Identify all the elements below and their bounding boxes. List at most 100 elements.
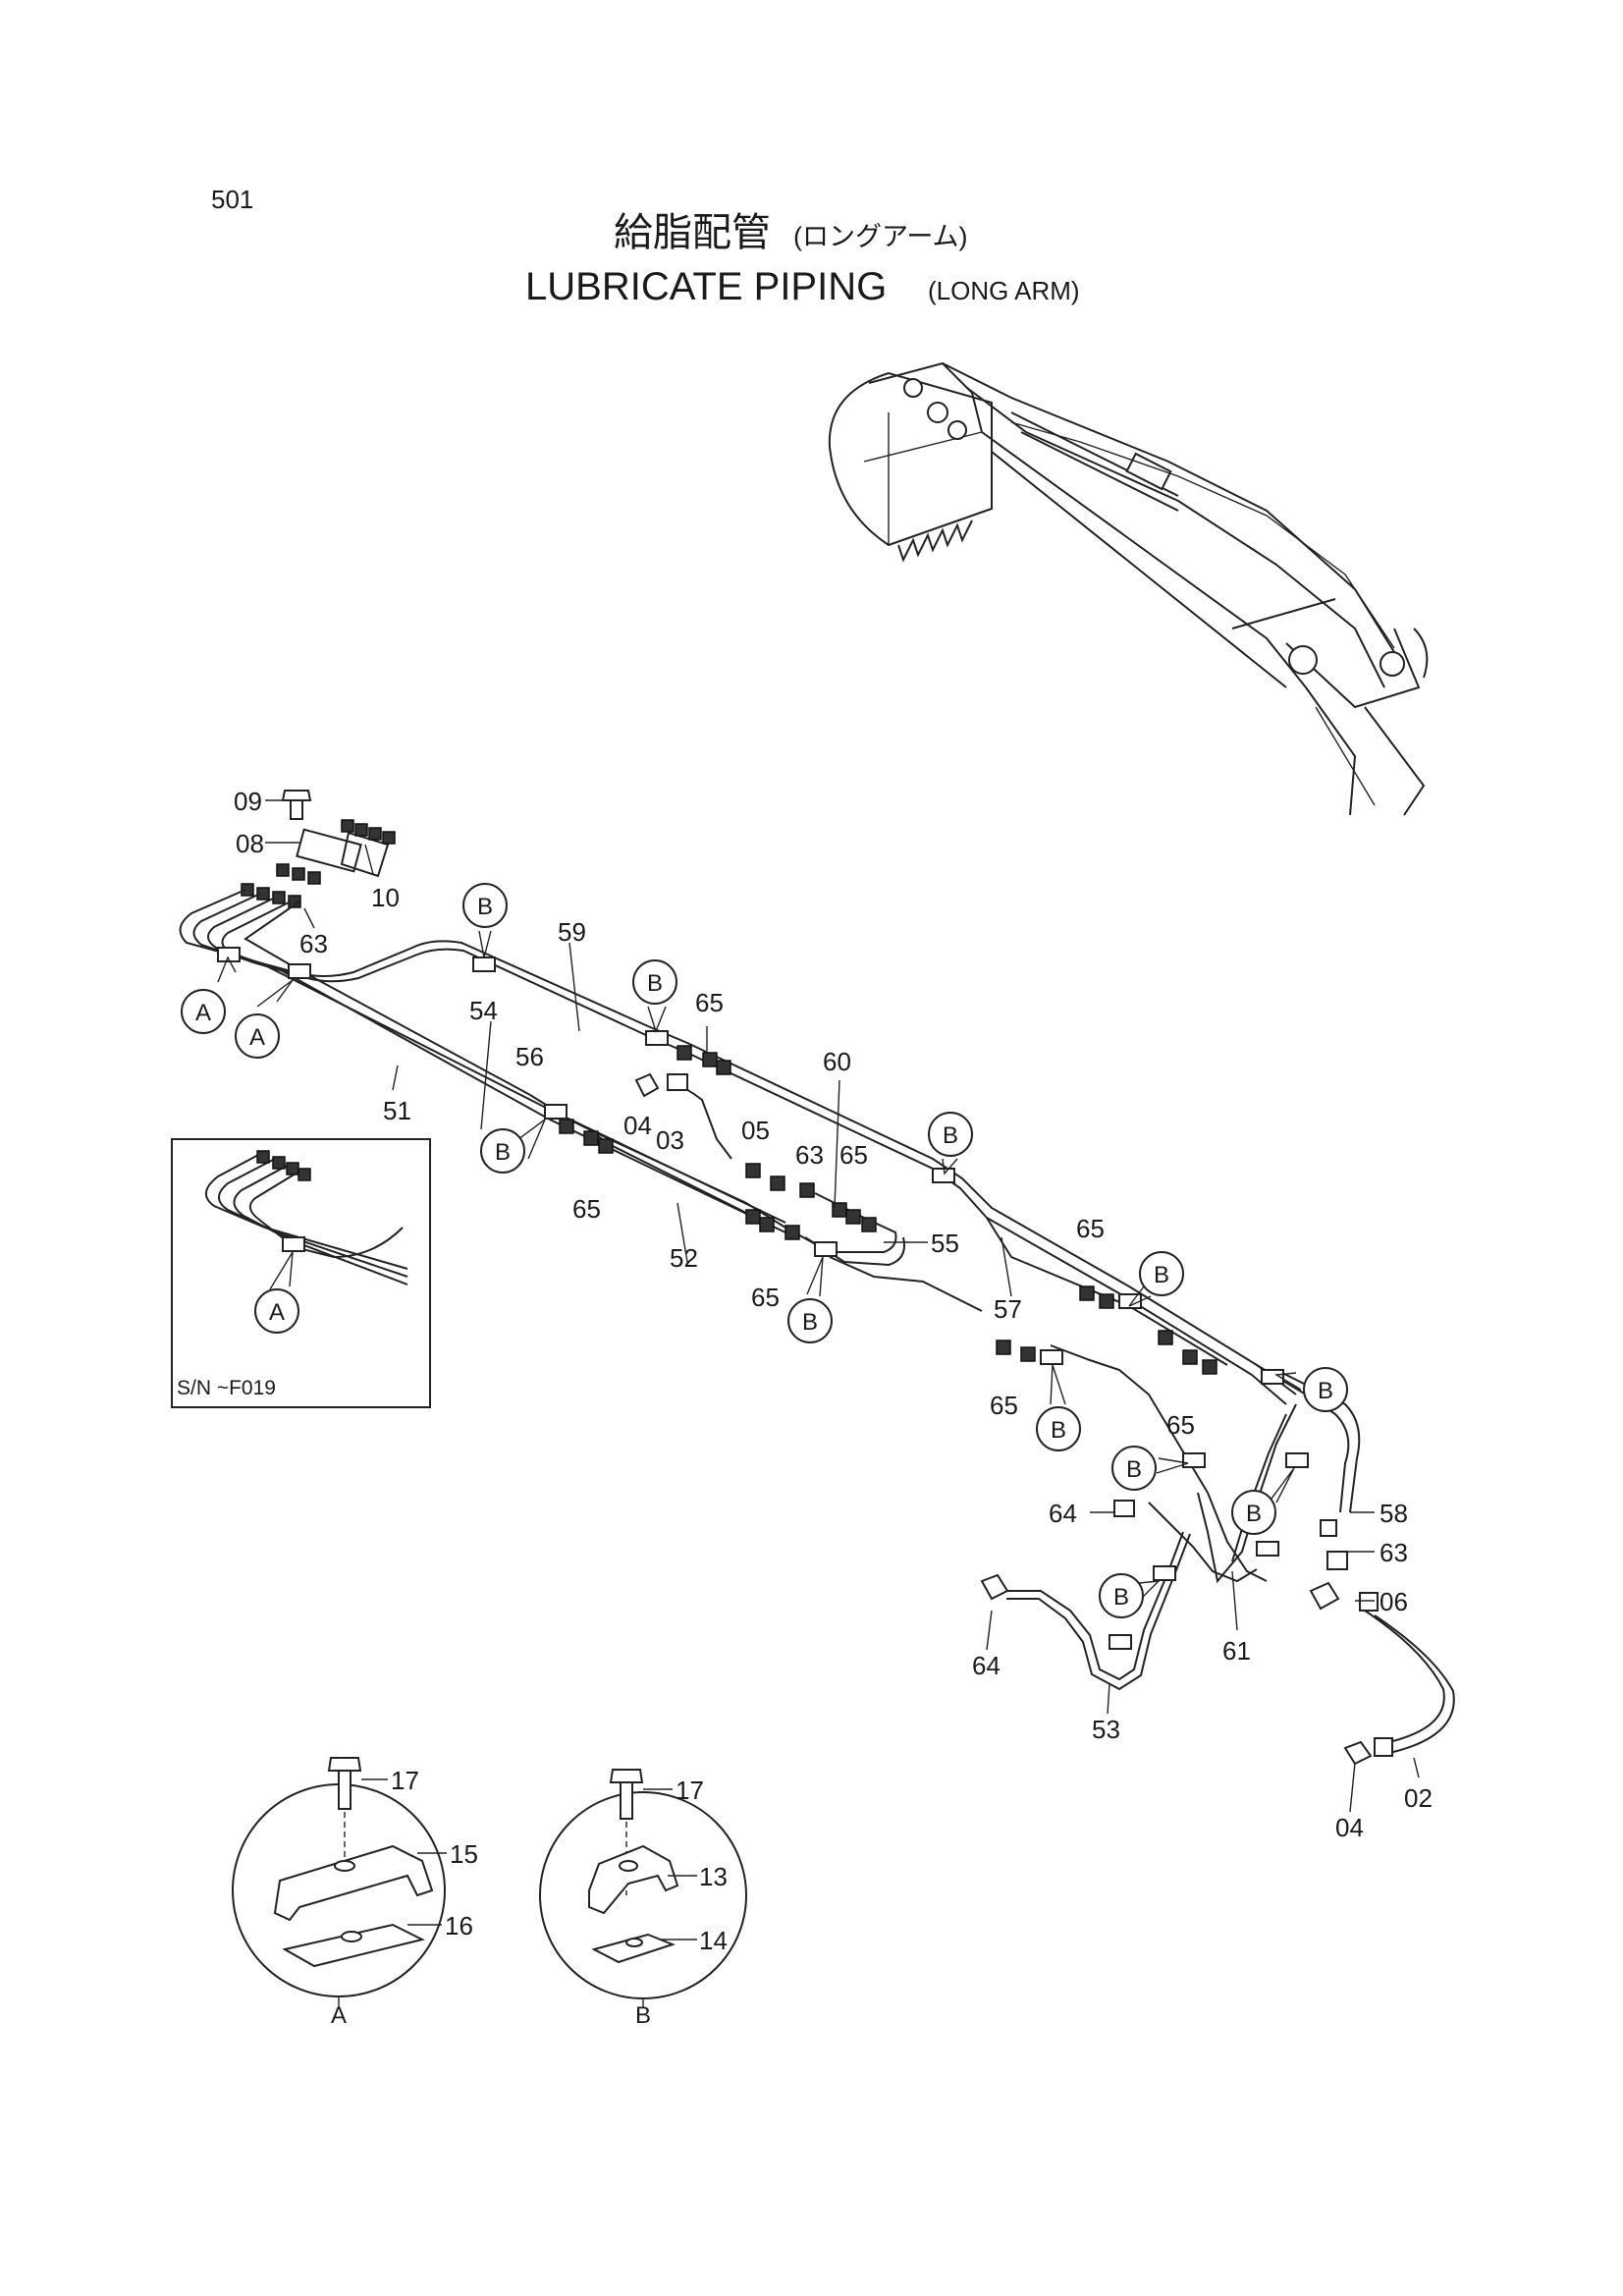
part-label-16: 16 (445, 1911, 473, 1941)
callout-b: B (1111, 1446, 1189, 1491)
clamp-15 (273, 1844, 434, 1922)
part-label-53: 53 (1092, 1715, 1120, 1744)
svg-text:B: B (943, 1122, 958, 1149)
page-number: 501 (211, 185, 253, 214)
part-label-14: 14 (699, 1926, 728, 1955)
svg-text:B: B (1113, 1584, 1129, 1611)
fitting-63-right (1320, 1519, 1337, 1537)
bolt-17 (338, 1767, 352, 1810)
svg-text:B: B (1126, 1456, 1142, 1483)
callout-a: A (235, 979, 294, 1059)
part-label-57: 57 (994, 1294, 1022, 1324)
clamp-a-1 (217, 947, 241, 962)
title-english: LUBRICATE PIPING (525, 265, 887, 308)
svg-text:B: B (477, 894, 493, 920)
fittings-63-manifold (241, 863, 321, 908)
part-label-65: 65 (695, 988, 724, 1017)
serial-number-inset: A S/N ~F019 (171, 1138, 431, 1408)
svg-text:A: A (249, 1024, 265, 1051)
part-label-65: 65 (751, 1283, 780, 1312)
detail-a-label: A (331, 2002, 347, 2029)
callout-b: B (480, 1117, 547, 1174)
callout-b: B (928, 1112, 973, 1175)
part-label-09: 09 (234, 787, 262, 816)
callout-b: B (462, 883, 508, 958)
connector-06 (1326, 1551, 1348, 1570)
part-label-17: 17 (676, 1776, 704, 1805)
part-label-17: 17 (391, 1766, 419, 1795)
part-label-61: 61 (1222, 1636, 1251, 1666)
part-label-63: 63 (1380, 1538, 1408, 1567)
clamps-b (472, 957, 1309, 1650)
svg-text:B: B (802, 1309, 818, 1336)
part-label-56: 56 (515, 1042, 544, 1071)
callout-b: B (1036, 1364, 1081, 1451)
part-label-04: 04 (1335, 1813, 1364, 1842)
detail-b-label: B (635, 2002, 651, 2029)
part-label-03: 03 (656, 1125, 684, 1155)
elbow-64-lower (980, 1573, 1009, 1601)
bolt-17 (620, 1778, 633, 1820)
part-label-54: 54 (469, 996, 498, 1025)
callout-b: B (1273, 1367, 1348, 1412)
part-label-65: 65 (1076, 1214, 1105, 1243)
part-label-65: 65 (1166, 1410, 1195, 1440)
callout-a: A (181, 956, 237, 1034)
title-english-sub: (LONG ARM) (928, 276, 1080, 305)
fitting-05 (745, 1163, 761, 1178)
manifold-block-08 (296, 828, 362, 873)
clamp-a-2 (288, 963, 311, 979)
part-label-06: 06 (1380, 1587, 1408, 1616)
inset-callout-a: A (269, 1299, 285, 1326)
excavator-arm-illustration (828, 361, 1429, 816)
svg-text:B: B (647, 970, 663, 997)
title-japanese-sub: (ロングアーム) (793, 222, 968, 251)
fitting-63-mid (799, 1182, 815, 1198)
part-label-08: 08 (236, 829, 264, 858)
serial-number-note: S/N ~F019 (177, 1377, 276, 1399)
svg-text:B: B (1318, 1378, 1333, 1404)
callout-b: B (1099, 1573, 1161, 1618)
part-label-63: 63 (299, 929, 328, 958)
fittings-10 (341, 819, 396, 845)
elbow-04 (634, 1072, 660, 1098)
clamp-13 (588, 1844, 679, 1915)
part-label-58: 58 (1380, 1499, 1408, 1528)
part-label-51: 51 (383, 1096, 411, 1125)
callout-b: B (1231, 1467, 1295, 1535)
part-label-52: 52 (670, 1243, 698, 1273)
part-label-55: 55 (931, 1229, 959, 1258)
svg-text:B: B (1246, 1501, 1262, 1527)
part-label-64: 64 (1049, 1499, 1077, 1528)
part-label-64: 64 (972, 1651, 1001, 1680)
part-label-63: 63 (795, 1140, 824, 1170)
part-label-15: 15 (450, 1839, 478, 1869)
svg-text:B: B (1154, 1262, 1169, 1288)
title-japanese: 給脂配管 (614, 211, 771, 254)
part-label-65: 65 (572, 1194, 601, 1224)
part-label-04: 04 (623, 1111, 652, 1140)
svg-text:B: B (495, 1139, 511, 1166)
part-label-65: 65 (839, 1140, 868, 1170)
part-label-10: 10 (371, 883, 400, 912)
part-label-05: 05 (741, 1116, 770, 1145)
part-label-65: 65 (990, 1391, 1018, 1420)
svg-text:B: B (1051, 1417, 1066, 1444)
part-label-59: 59 (558, 917, 586, 947)
detail-a-clamp: 17 15 16 A (232, 1757, 478, 2029)
part-label-02: 02 (1404, 1783, 1433, 1813)
hose-end-02 (1359, 1592, 1379, 1612)
leader-lines (265, 799, 1420, 1813)
part-label-60: 60 (823, 1047, 851, 1076)
elbow-04-lower (1343, 1740, 1373, 1766)
callout-b: B (632, 959, 677, 1034)
fitting-03 (667, 1073, 688, 1091)
svg-text:A: A (195, 1000, 211, 1026)
fittings-65 (559, 1045, 1217, 1375)
callout-b: B (1128, 1251, 1184, 1307)
part-number-labels: 09 08 10 63 59 54 56 51 65 04 03 05 60 6… (234, 787, 1433, 1842)
main-pipe-routing (179, 790, 1455, 1766)
fitting-64-upper (1113, 1500, 1135, 1517)
callout-b: B (787, 1256, 833, 1343)
